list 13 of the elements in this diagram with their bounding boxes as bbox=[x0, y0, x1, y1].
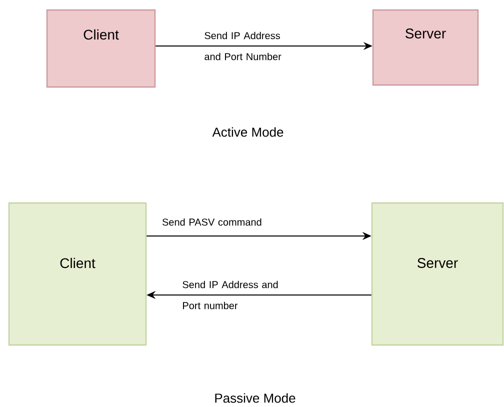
edge-label: Send PASV command bbox=[162, 218, 262, 226]
box bbox=[371, 202, 504, 346]
box-label: Server bbox=[406, 28, 446, 38]
box bbox=[8, 202, 147, 346]
caption: Active Mode bbox=[212, 127, 284, 137]
box-label: Client bbox=[60, 258, 96, 268]
caption: Passive Mode bbox=[215, 393, 296, 403]
box-label: Client bbox=[84, 29, 119, 40]
box bbox=[46, 9, 156, 88]
edge-label: Send IP Address and Port Number bbox=[204, 32, 282, 60]
edge-label: Send IP Address and Port number bbox=[182, 280, 278, 310]
box bbox=[372, 9, 479, 86]
box-label: Server bbox=[418, 258, 458, 268]
